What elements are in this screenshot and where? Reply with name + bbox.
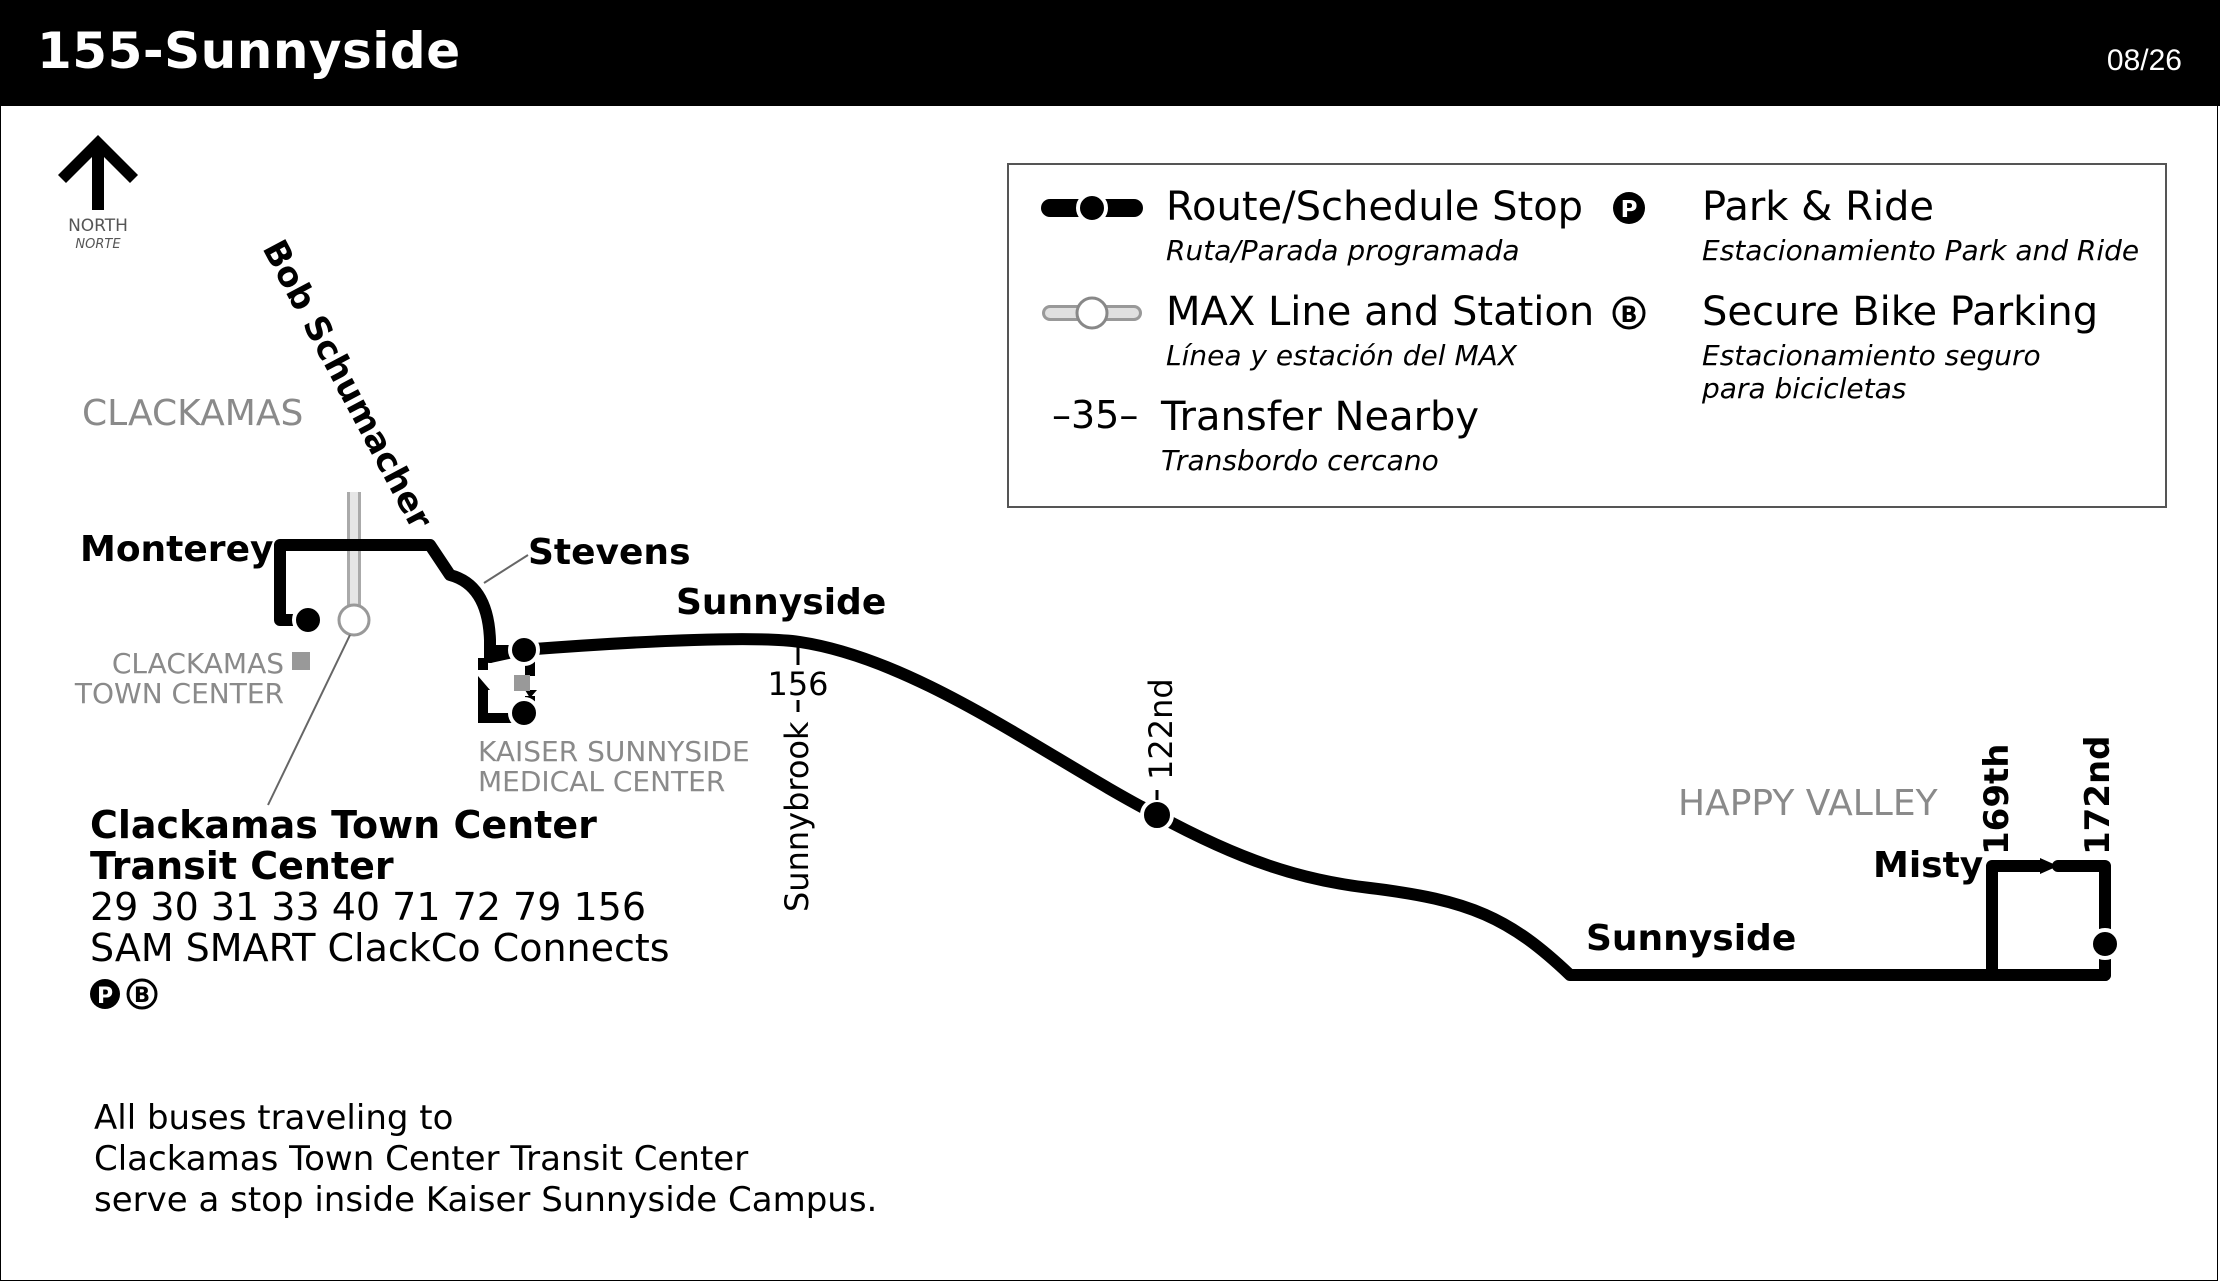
transit-center-name: Transit Center — [90, 844, 394, 888]
svg-text:P: P — [1621, 197, 1638, 223]
north-arrow: NORTH NORTE — [58, 135, 138, 252]
note-line: serve a stop inside Kaiser Sunnyside Cam… — [94, 1180, 877, 1220]
street-label-monterey: Monterey — [80, 529, 273, 570]
landmark-ctc-line1: CLACKAMAS — [112, 647, 284, 680]
street-label-stevens: Stevens — [528, 532, 691, 573]
svg-text:B: B — [134, 983, 150, 1007]
transit-center-name: Clackamas Town Center — [90, 803, 597, 847]
header-bar: 155-Sunnyside 08/26 — [0, 0, 2220, 106]
legend-item-subtitle: Transbordo cercano — [1161, 444, 1439, 477]
route-title: 155-Sunnyside — [37, 22, 461, 80]
area-label-clackamas: CLACKAMAS — [82, 393, 303, 434]
legend-item-title: Route/Schedule Stop — [1166, 184, 1583, 230]
route-stop[interactable] — [292, 604, 324, 636]
legend: Route/Schedule Stop Ruta/Parada programa… — [1007, 163, 2167, 508]
transfer-icon: –35– — [1052, 393, 1138, 437]
route-stop[interactable] — [2089, 928, 2121, 960]
legend-item-subtitle: Línea y estación del MAX — [1166, 339, 1518, 372]
street-label-misty: Misty — [1873, 845, 1983, 886]
note-line: Clackamas Town Center Transit Center — [94, 1139, 748, 1179]
route-stop[interactable] — [508, 697, 540, 729]
note-line: All buses traveling to — [94, 1098, 453, 1138]
park-ride-icon: P — [1613, 192, 1645, 224]
legend-item-title: MAX Line and Station — [1166, 289, 1594, 335]
route-stop-icon — [1041, 192, 1143, 224]
bike-parking-icon: B — [126, 978, 158, 1010]
landmark-kaiser-line1: KAISER SUNNYSIDE — [478, 735, 750, 768]
transfer-route-156: 156 — [767, 665, 828, 703]
route-stop[interactable] — [1140, 798, 1174, 832]
street-label-122nd: 122nd — [1142, 678, 1180, 780]
street-label-172nd: 172nd — [2078, 735, 2118, 855]
landmark-kaiser-line2: MEDICAL CENTER — [478, 765, 725, 798]
legend-box — [1007, 163, 2167, 508]
route-line — [274, 539, 2111, 981]
route-stop[interactable] — [508, 634, 540, 666]
legend-item-subtitle: Estacionamiento seguro — [1702, 339, 2041, 372]
street-label-sunnyside: Sunnyside — [676, 582, 886, 623]
area-label-happy-valley: HAPPY VALLEY — [1678, 783, 1939, 824]
street-label-sunnybrook: Sunnybrook — [778, 721, 816, 912]
park-ride-icon: P — [90, 979, 120, 1009]
date-code: 08/26 — [2106, 44, 2182, 77]
legend-item-title: Park & Ride — [1702, 184, 1934, 230]
bike-parking-icon: B — [1612, 296, 1646, 330]
legend-item-subtitle-2: para bicicletas — [1701, 372, 1906, 405]
street-label-sunnyside: Sunnyside — [1586, 918, 1796, 959]
kaiser-building-icon — [514, 675, 530, 691]
north-label: NORTH — [68, 216, 128, 236]
transit-center-services: SAM SMART ClackCo Connects — [90, 926, 670, 970]
street-label-169th: 169th — [1977, 744, 2017, 855]
leader-line — [483, 554, 529, 584]
north-arrow-icon — [58, 135, 138, 210]
landmark-ctc-line2: TOWN CENTER — [74, 677, 284, 710]
street-label-bob-schumacher: Bob Schumacher — [254, 233, 440, 535]
ctc-building-icon — [292, 652, 310, 670]
direction-arrow-icon — [2040, 858, 2058, 874]
legend-item-subtitle: Estacionamiento Park and Ride — [1702, 234, 2139, 267]
svg-text:B: B — [1621, 303, 1638, 328]
legend-item-subtitle: Ruta/Parada programada — [1166, 234, 1520, 267]
transit-center-routes: 29 30 31 33 40 71 72 79 156 — [90, 885, 646, 929]
max-station[interactable] — [337, 603, 371, 637]
legend-item-title: Secure Bike Parking — [1702, 289, 2098, 335]
north-label-es: NORTE — [75, 237, 121, 252]
svg-text:P: P — [97, 984, 113, 1009]
map-frame — [0, 106, 2218, 1281]
legend-item-title: Transfer Nearby — [1160, 394, 1479, 440]
leader-line — [267, 634, 351, 806]
max-station-icon — [1042, 296, 1142, 330]
